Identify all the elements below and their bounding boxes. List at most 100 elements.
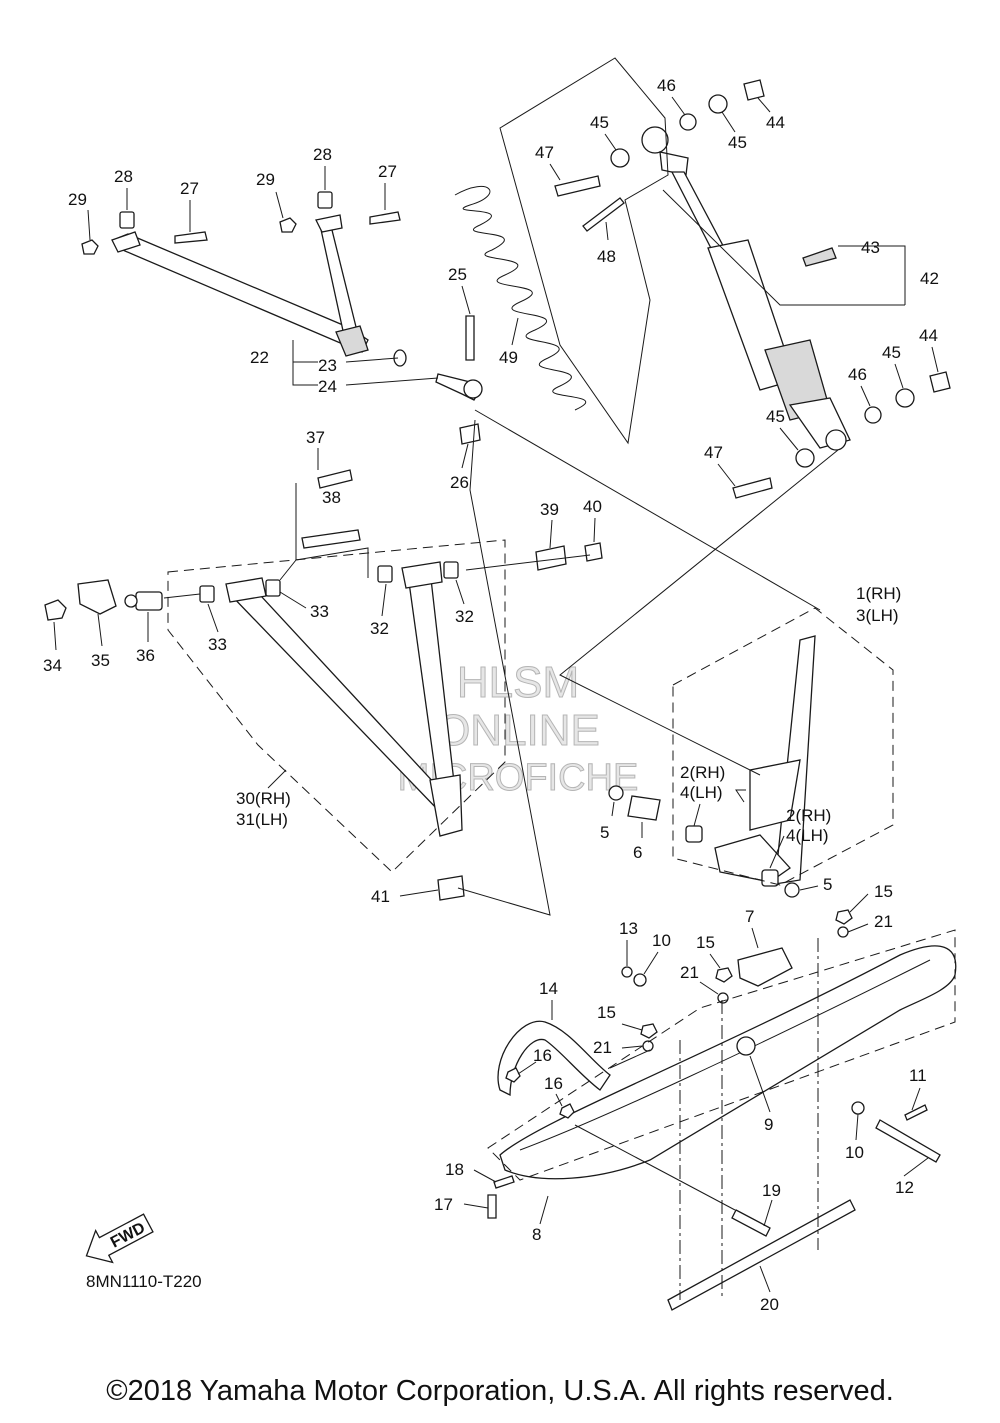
callout-33: 33 [208,635,227,654]
nut-15-b [715,967,733,983]
leader-5-b [799,885,819,891]
callout-2: 2(RH) [786,806,831,825]
callout-29: 29 [256,170,275,189]
fwd-arrow-icon: FWD [85,1213,154,1264]
lower-arm-knuckle [429,774,463,837]
callout-44: 44 [766,113,785,132]
callout-2: 2(RH) [680,763,725,782]
leader-10-b [855,1113,859,1141]
leader-46-b [860,385,871,407]
leader-19b [763,1199,773,1227]
callout-44: 44 [919,326,938,345]
callout-42: 42 [920,269,939,288]
callout-24: 24 [318,377,337,396]
connect-ball-joint-spindle [474,409,821,611]
ski-handle-14 [497,1020,611,1097]
leader-15-b [709,953,721,969]
callout-6: 6 [633,843,642,862]
spacer-45-bottom-left [795,448,815,468]
leader-24 [345,377,439,386]
leader-7 [751,927,759,949]
shock-bottom-eye [825,429,847,451]
callout-19: 19 [762,1181,781,1200]
connect-shock-label [662,189,905,306]
callout-38: 38 [322,488,341,507]
callout-43: 43 [861,238,880,257]
callout-4: 4(LH) [680,783,723,802]
callout-21: 21 [680,963,699,982]
bolt-25 [465,315,475,361]
spacer-45-top-left [610,148,630,168]
callout-22: 22 [250,348,269,367]
callout-23: 23 [318,356,337,375]
leader-2-4-b [769,835,785,869]
ski-boss-9 [736,1036,756,1056]
nut-44-top [743,79,765,101]
leader-21-c [609,1049,651,1069]
leader-39-40 [465,554,591,571]
leader-35 [97,613,103,647]
leader-2-4-c [693,803,701,827]
leader-34 [53,621,57,651]
leader-47-a [549,163,561,181]
leader-16-b [555,1093,563,1107]
upper-arm-assembly [81,191,483,445]
screw-16-b [559,1103,575,1119]
leader-9 [749,1055,771,1113]
callout-35: 35 [91,651,110,670]
callout-45: 45 [728,133,747,152]
spring-group-outline [499,57,669,445]
pin-11 [904,1104,928,1121]
leader-47-b [717,463,736,487]
bushing-26 [459,423,481,445]
callout-14: 14 [539,979,558,998]
spindle-bracket [749,759,801,831]
washer-5-right [784,882,800,898]
shock-absorber-assembly [554,79,951,499]
nut-40 [584,542,603,562]
bolt-27-front [174,231,208,244]
callout-26: 26 [450,473,469,492]
collar-36 [135,591,163,611]
leader-5-a [611,801,615,817]
lower-arm-assembly [44,469,603,901]
callout-41: 41 [371,887,390,906]
leader-45-c [894,363,904,389]
callout-20: 20 [760,1295,779,1314]
leader-21-c-tick [621,1045,643,1049]
leader-26 [461,443,469,469]
callout-leaders [53,96,939,1293]
bolt-47-bottom [732,477,773,499]
callout-29: 29 [68,190,87,209]
watermark-line-1: HLSM [457,658,579,707]
ball-joint-eye [463,379,483,399]
callout-27: 27 [180,179,199,198]
nut-29-rear [279,217,297,233]
callout-36: 36 [136,646,155,665]
callout-32: 32 [455,607,474,626]
bushing-33-right [265,579,281,597]
leader-21-a [847,923,869,933]
leader-8 [539,1195,549,1225]
leader-48 [605,221,609,241]
pin-48 [582,197,625,232]
washer-21-b [717,992,729,1004]
connect-shock-lower-arm [559,449,839,776]
callout-4: 4(LH) [786,826,829,845]
callout-49: 49 [499,348,518,367]
callout-5: 5 [600,823,609,842]
callout-18: 18 [445,1160,464,1179]
washer-10-left [633,973,647,987]
leader-18 [473,1169,497,1183]
collar-46-top [679,113,697,131]
leader-36 [163,593,201,599]
bolt-38 [301,529,361,549]
ski-assembly [487,909,957,1311]
leader-15-a [849,893,869,913]
callout-30: 30(RH) [236,789,291,808]
spring-49 [454,186,586,411]
callout-10: 10 [845,1143,864,1162]
leader-46-a [671,96,686,116]
callout-39: 39 [540,500,559,519]
